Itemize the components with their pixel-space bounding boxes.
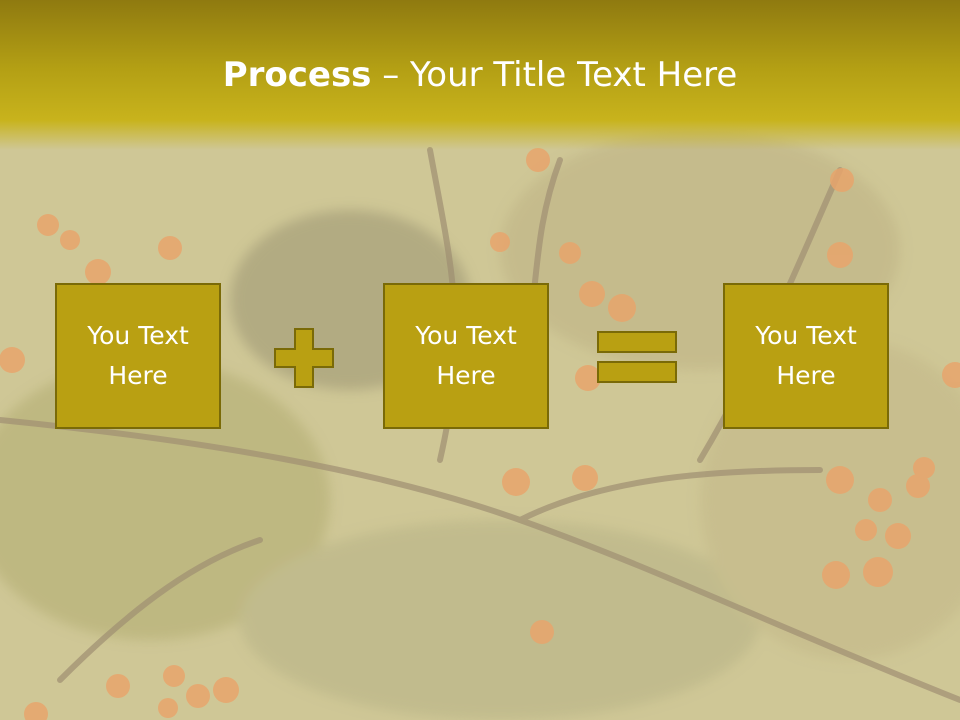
page-title: Process – Your Title Text Here [0,50,960,100]
process-box-3-text: You Text Here [755,321,857,390]
process-box-3: You Text Here [723,283,889,429]
equals-icon [597,331,677,383]
plus-icon [274,328,334,388]
title-bold: Process [222,55,372,95]
title-banner [0,0,960,150]
process-box-1-text: You Text Here [87,321,189,390]
process-box-1: You Text Here [55,283,221,429]
process-box-2: You Text Here [383,283,549,429]
process-box-2-text: You Text Here [415,321,517,390]
title-rest: – Your Title Text Here [371,55,738,95]
